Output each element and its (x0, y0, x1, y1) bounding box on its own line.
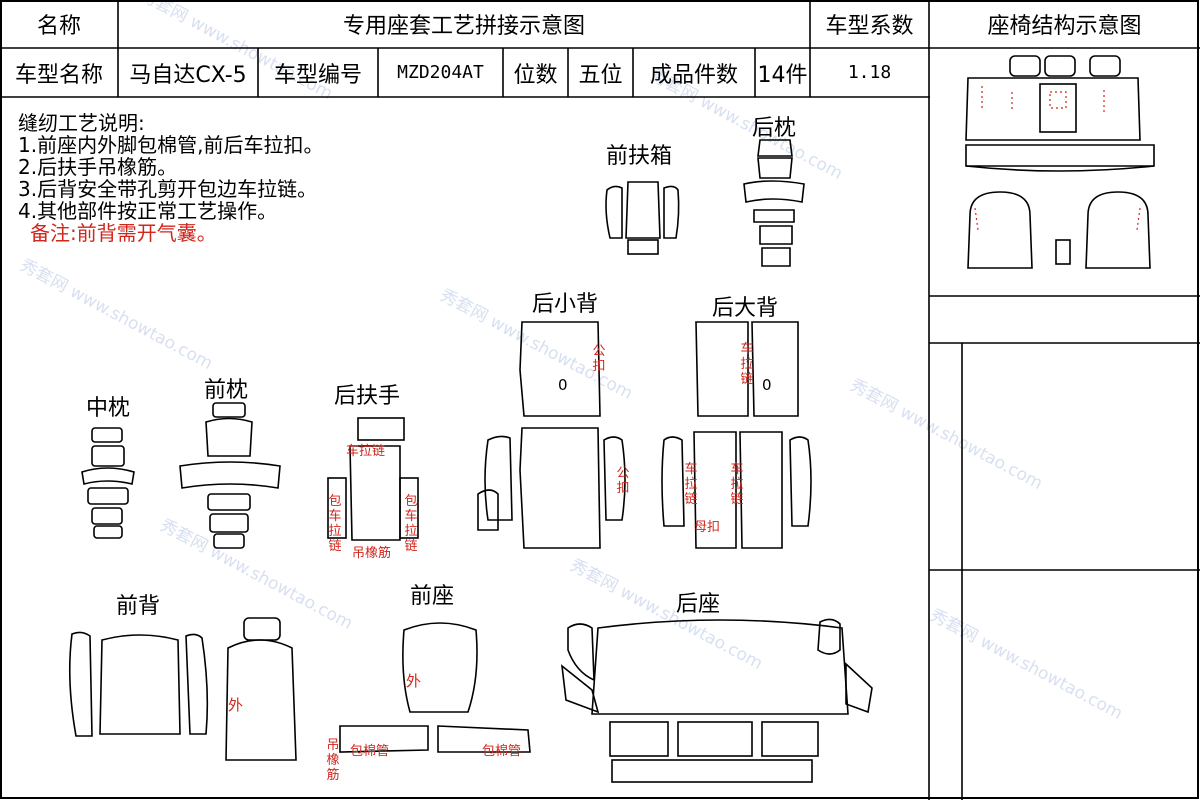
annotation-che-la-lian: 车拉链 (730, 462, 744, 507)
annotation-mu-kou: 母扣 (694, 520, 721, 535)
instructions-title: 缝纫工艺说明: (18, 111, 145, 135)
label-rear-small-back: 后小背 (532, 292, 599, 317)
pieces-label: 成品件数 (649, 62, 738, 88)
annotation-diao-xiang-jin: 吊橡筋 (352, 546, 392, 561)
header-coef-label: 车型系数 (825, 14, 914, 39)
instruction-item: 1.前座内外脚包棉管,前后车拉扣。 (18, 133, 324, 157)
annotation-diao-xiang-jin: 吊橡筋 (326, 738, 340, 783)
label-front-back: 前背 (116, 594, 161, 619)
annotation-wai: 外 (406, 672, 422, 690)
label-front-armrest-box: 前扶箱 (606, 144, 673, 169)
annotation-che-la-lian: 车拉链 (740, 342, 754, 387)
annotation-zero: 0 (762, 376, 772, 394)
coef-value: 1.18 (847, 62, 892, 83)
annotation-bao-che-la-lian: 包车拉链 (328, 494, 342, 554)
instruction-item: 3.后背安全带孔剪开包边车拉链。 (18, 177, 318, 201)
instruction-note: 备注:前背需开气囊。 (30, 221, 217, 245)
annotation-bao-mian-guan: 包棉管 (350, 744, 390, 759)
pieces-value: 14件 (757, 62, 808, 88)
sewing-instructions: 缝纫工艺说明: 1.前座内外脚包棉管,前后车拉扣。 2.后扶手吊橡筋。 3.后背… (18, 112, 323, 244)
header-name-label: 名称 (36, 14, 81, 39)
label-rear-pillow: 后枕 (752, 116, 797, 141)
label-middle-pillow: 中枕 (86, 396, 131, 421)
annotation-che-la-lian: 车拉链 (346, 444, 386, 459)
annotation-wai: 外 (228, 696, 244, 714)
annotation-che-la-lian: 车拉链 (684, 462, 698, 507)
instruction-item: 2.后扶手吊橡筋。 (18, 155, 178, 179)
label-front-seat: 前座 (410, 584, 455, 609)
header-structure-label: 座椅结构示意图 (987, 14, 1142, 39)
annotation-gong-kou: 公扣 (616, 466, 630, 496)
model-name-label: 车型名称 (14, 62, 103, 88)
page-title: 专用座套工艺拼接示意图 (342, 14, 585, 39)
label-rear-seat: 后座 (676, 592, 721, 617)
label-front-pillow: 前枕 (204, 378, 249, 403)
model-name-value: 马自达CX-5 (129, 62, 247, 88)
seats-label: 位数 (513, 62, 558, 88)
instruction-item: 4.其他部件按正常工艺操作。 (18, 199, 278, 223)
model-code-value: MZD204AT (397, 62, 484, 83)
annotation-bao-che-la-lian: 包车拉链 (404, 494, 418, 554)
label-rear-armrest: 后扶手 (334, 384, 401, 409)
seats-value: 五位 (578, 62, 623, 88)
annotation-bao-mian-guan: 包棉管 (482, 744, 522, 759)
annotation-zero: 0 (558, 376, 568, 394)
annotation-gong-kou: 公扣 (592, 344, 606, 374)
model-code-label: 车型编号 (273, 62, 362, 88)
label-rear-big-back: 后大背 (712, 296, 779, 321)
